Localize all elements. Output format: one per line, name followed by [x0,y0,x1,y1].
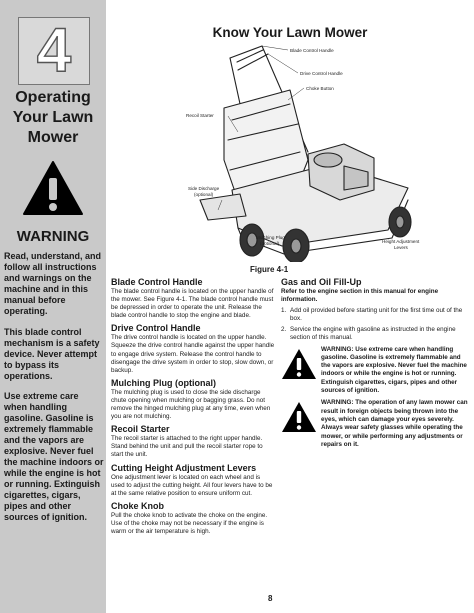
gas-oil-intro: Refer to the engine section in this manu… [281,288,439,304]
body-recoil-starter: The recoil starter is attached to the ri… [111,435,263,459]
gasoline-warning-text: WARNING: Use extreme care when handling … [321,345,467,395]
warning-triangle-icon [282,402,316,433]
warning-triangle-icon [282,348,316,379]
step-1: 1. Add oil provided before starting unit… [281,307,469,323]
right-column: Gas and Oil Fill-Up Refer to the engine … [281,277,469,453]
step-1-text: Add oil provided before starting unit fo… [290,307,463,323]
chapter-box: 4 [18,17,90,85]
section-title-line-3: Mower [27,129,79,146]
lawn-mower-diagram: Blade Control Handle Drive Control Handl… [186,45,420,262]
body-drive-control-handle: The drive control handle is located on t… [111,334,275,374]
section-title: Operating Your Lawn Mower [0,88,106,148]
label-height-adjustment-line-1: Height Adjustment [382,239,420,244]
label-recoil-starter: Recoil Starter [186,113,214,118]
step-1-number: 1. [281,307,287,315]
step-2-number: 2. [281,326,287,334]
sidebar: 4 Operating Your Lawn Mower WARNING Read… [0,0,106,613]
label-height-adjustment-line-2: Levers [394,245,408,250]
label-side-discharge-line-2: (optional) [194,192,214,197]
body-blade-control-handle: The blade control handle is located on t… [111,288,274,320]
heading-cutting-height: Cutting Height Adjustment Levers [111,462,257,473]
heading-drive-control-handle: Drive Control Handle [111,323,201,334]
body-choke-knob: Pull the choke knob to activate the chok… [111,511,268,535]
step-2: 2. Service the engine with gasoline as i… [281,326,469,342]
section-title-line-2: Your Lawn [12,109,94,126]
section-title-line-1: Operating [15,89,91,106]
warning-label: WARNING [16,228,90,245]
heading-choke-knob: Choke Knob [111,500,164,511]
label-drive-control-handle: Drive Control Handle [300,71,343,76]
heading-mulching-plug: Mulching Plug (optional) [111,377,216,388]
left-column: Blade Control Handle The blade control h… [111,277,275,539]
page-number: 8 [268,594,273,603]
label-choke-button: Choke Button [306,86,334,91]
warning-triangle-icon [23,161,83,215]
label-mulching-plug-line-1: Mulching Plug [256,235,285,240]
label-side-discharge-line-1: Side Discharge [188,186,220,191]
heading-recoil-starter: Recoil Starter [111,424,170,435]
body-mulching-plug: The mulching plug is used to close the s… [111,388,271,421]
page-title: Know Your Lawn Mower [212,25,368,40]
heading-blade-control-handle: Blade Control Handle [111,277,203,287]
figure-caption: Figure 4-1 [250,265,289,274]
label-mulching-plug-line-2: (optional) [260,241,280,246]
label-blade-control-handle: Blade Control Handle [290,48,334,53]
chapter-number: 4 [36,16,72,85]
gasoline-warning-callout: WARNING: Use extreme care when handling … [281,346,469,396]
body-cutting-height: One adjustment lever is located on each … [111,473,273,497]
step-2-text: Service the engine with gasoline as inst… [290,326,456,342]
heading-gas-oil-fill-up: Gas and Oil Fill-Up [281,277,362,287]
eye-safety-warning-text: WARNING: The operation of any lawn mower… [321,399,468,448]
eye-safety-warning-callout: WARNING: The operation of any lawn mower… [281,399,469,449]
sidebar-paragraph-read: Read, understand, and follow all instruc… [4,251,102,316]
sidebar-paragraph-gasoline: Use extreme care when handling gasoline.… [4,391,104,522]
sidebar-paragraph-blade-control: This blade control mechanism is a safety… [4,327,100,381]
